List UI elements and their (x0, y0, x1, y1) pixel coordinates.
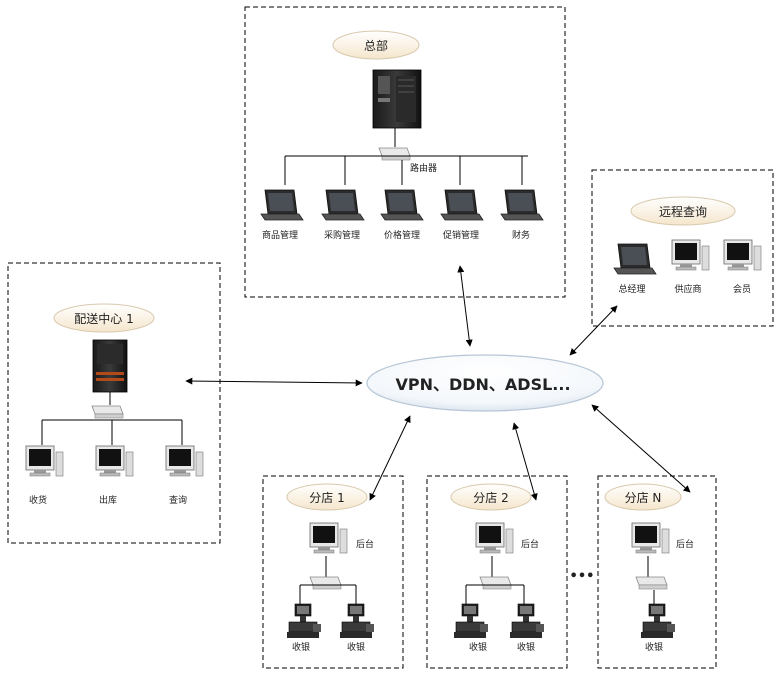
hq-laptop-icon (500, 189, 544, 221)
remote-terminal-label: 会员 (733, 283, 751, 295)
hq-router-icon (378, 147, 411, 161)
store1-backoffice-icon (309, 522, 348, 554)
network-cloud (366, 354, 604, 412)
dc-network-link (185, 377, 363, 387)
hq-terminal-label: 价格管理 (384, 229, 420, 241)
store2-backoffice-icon (475, 522, 514, 554)
dc-terminal-label: 出库 (99, 494, 117, 506)
store1-till-label: 收银 (347, 641, 365, 653)
storeN-backoffice-icon (631, 522, 670, 554)
dc-router-icon (91, 405, 124, 419)
store1-pos-icon (286, 603, 322, 639)
hq-laptop-icon (260, 189, 304, 221)
store1-network-link (369, 415, 411, 501)
storeN-pos-icon (640, 603, 676, 639)
store2-box (426, 475, 568, 669)
dc-terminal-label: 查询 (169, 494, 187, 506)
storeN-till-label: 收银 (645, 641, 663, 653)
store1-pos-icon (339, 603, 375, 639)
hq-server (372, 69, 422, 129)
dc-desktop-icon (165, 445, 204, 477)
remote-network-link (569, 305, 618, 356)
store2-network-link (512, 422, 538, 501)
more-stores-ellipsis: ••• (570, 569, 595, 584)
storeN-title: 分店 N (625, 491, 662, 505)
hq-router-label: 路由器 (410, 162, 437, 174)
hq-title-oval (332, 30, 420, 60)
store2-title: 分店 2 (473, 491, 508, 505)
dc-title-oval (53, 303, 155, 333)
store1-title-oval (286, 483, 368, 511)
hq-terminal-label: 促销管理 (443, 229, 479, 241)
remote-terminal-label: 供应商 (674, 283, 701, 295)
hq-network-link (457, 265, 473, 347)
dc-server (92, 339, 128, 393)
dc-desktop-icon (25, 445, 64, 477)
store1-router-icon (309, 576, 342, 590)
remote-desktop-icon (723, 239, 762, 271)
remote-title: 远程查询 (659, 204, 707, 219)
storeN-router-icon (635, 576, 668, 590)
store2-pos-icon (453, 603, 489, 639)
store1-box (262, 475, 404, 669)
remote-box (591, 169, 774, 327)
store2-till-label: 收银 (469, 641, 487, 653)
store1-backoffice-label: 后台 (356, 538, 374, 550)
hq-terminal-label: 商品管理 (262, 229, 298, 241)
store2-till-label: 收银 (517, 641, 535, 653)
dc-terminal-label: 收货 (29, 494, 47, 506)
hq-box (244, 6, 566, 298)
hq-laptop-icon (440, 189, 484, 221)
storeN-backoffice-label: 后台 (676, 538, 694, 550)
store2-pos-icon (509, 603, 545, 639)
remote-desktop-icon (671, 239, 710, 271)
network-label: VPN、DDN、ADSL... (395, 375, 570, 394)
dc-title: 配送中心 1 (74, 311, 133, 326)
remote-title-oval (630, 196, 736, 226)
hq-title: 总部 (364, 38, 388, 53)
hq-laptop-icon (380, 189, 424, 221)
dc-desktop-icon (95, 445, 134, 477)
remote-terminal-label: 总经理 (618, 283, 645, 295)
hq-terminal-label: 财务 (512, 229, 530, 241)
remote-laptop-icon (613, 243, 657, 275)
store2-router-icon (479, 576, 512, 590)
store2-backoffice-label: 后台 (521, 538, 539, 550)
storeN-network-link (591, 404, 691, 493)
store1-till-label: 收银 (292, 641, 310, 653)
hq-terminal-label: 采购管理 (324, 229, 360, 241)
dc-box (7, 262, 221, 544)
store1-title: 分店 1 (309, 491, 344, 505)
hq-laptop-icon (321, 189, 365, 221)
